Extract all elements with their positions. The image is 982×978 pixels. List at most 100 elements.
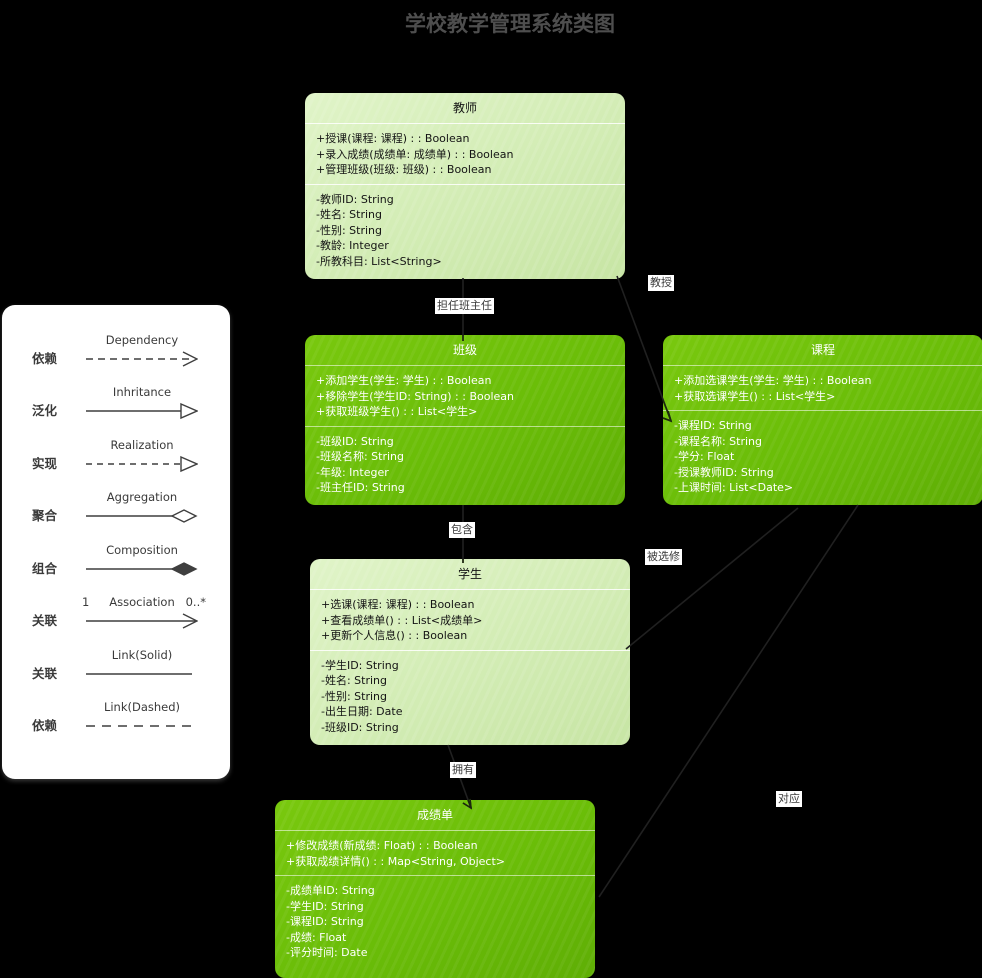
class-methods-class: +添加学生(学生: 学生) : : Boolean +移除学生(学生ID: Str… xyxy=(305,365,625,426)
class-methods-report: +修改成绩(新成绩: Float) : : Boolean +获取成绩详情() :… xyxy=(275,830,595,875)
method-row: +管理班级(班级: 班级) : : Boolean xyxy=(316,163,492,176)
legend-row-link-dashed: 依赖 Link(Dashed) xyxy=(2,699,230,737)
legend-en-label: Composition xyxy=(106,543,178,557)
legend-row-aggregation: 聚合 Aggregation xyxy=(2,489,230,527)
legend-cn-label: 组合 xyxy=(32,561,58,576)
method-row: +添加学生(学生: 学生) : : Boolean xyxy=(316,374,492,387)
legend-en-label: Aggregation xyxy=(106,490,178,504)
class-box-teacher[interactable]: 教师 +授课(课程: 课程) : : Boolean +录入成绩(成绩单: 成绩单… xyxy=(305,93,625,279)
attribute-row: -年级: Integer xyxy=(316,465,389,479)
attribute-row: -课程名称: String xyxy=(674,434,762,448)
legend-cn-label: 依赖 xyxy=(32,718,58,733)
legend-panel: 依赖 Dependency 泛化 Inhritance 实现 Realizati… xyxy=(2,305,230,779)
attribute-row: -所教科目: List<String> xyxy=(316,254,442,268)
class-title-teacher: 教师 xyxy=(452,101,477,115)
legend-en-label: Link(Dashed) xyxy=(103,700,181,714)
legend-en-label: Inhritance xyxy=(112,385,172,399)
legend-en-label: Link(Solid) xyxy=(111,648,173,662)
method-row: +录入成绩(成绩单: 成绩单) : : Boolean xyxy=(316,147,514,161)
legend-row-composition: 组合 Composition xyxy=(2,542,230,580)
legend-row-association: 关联 1 Association 0..* xyxy=(2,594,230,632)
class-title-class: 班级 xyxy=(452,343,477,357)
class-title-report: 成绩单 xyxy=(416,808,453,822)
legend-en-label: Association xyxy=(109,595,175,609)
legend-en-label: Dependency xyxy=(105,333,179,347)
method-row: +更新个人信息() : : Boolean xyxy=(321,629,468,642)
relation-label-elected: 被选修 xyxy=(645,549,682,565)
attribute-row: -姓名: String xyxy=(316,208,382,221)
page-title: 学校教学管理系统类图 xyxy=(405,12,615,36)
attribute-row: -性别: String xyxy=(316,223,382,237)
legend-cn-label: 关联 xyxy=(32,613,58,628)
legend-cn-label: 实现 xyxy=(32,456,58,471)
attribute-row: -课程ID: String xyxy=(674,419,752,432)
legend-row-realization: 实现 Realization xyxy=(2,437,230,475)
connector-course-report xyxy=(598,504,859,898)
link-solid-line-icon xyxy=(86,673,192,675)
association-arrow-icon xyxy=(86,613,198,629)
legend-row-inheritance: 泛化 Inhritance xyxy=(2,384,230,422)
class-attributes-student: -学生ID: String -姓名: String -性别: String -出生日期… xyxy=(310,649,630,742)
dependency-arrow-icon xyxy=(86,351,198,367)
composition-diamond-icon xyxy=(86,562,198,576)
attribute-row: -教师ID: String xyxy=(316,192,394,206)
attribute-row: -课程ID: String xyxy=(286,915,364,928)
class-attributes-course: -课程ID: String -课程名称: String -学分: Float -授课教… xyxy=(663,410,982,502)
attribute-row: -班级ID: String xyxy=(321,720,399,734)
class-box-student[interactable]: 学生 +选课(课程: 课程) : : Boolean +查看成绩单() : : L… xyxy=(310,559,630,745)
attribute-row: -学生ID: String xyxy=(286,899,364,913)
class-title-student: 学生 xyxy=(457,567,482,581)
aggregation-diamond-icon xyxy=(86,509,198,523)
attribute-row: -性别: String xyxy=(321,689,387,703)
class-attributes-report: -成绩单ID: String -学生ID: String -课程ID: String… xyxy=(275,875,595,967)
legend-row-dependency: 依赖 Dependency xyxy=(2,332,230,370)
method-row: +添加选课学生(学生: 学生) : : Boolean xyxy=(674,374,872,387)
attribute-row: -成绩单ID: String xyxy=(286,884,375,897)
class-box-class[interactable]: 班级 +添加学生(学生: 学生) : : Boolean +移除学生(学生ID: … xyxy=(305,335,625,505)
attribute-row: -学分: Float xyxy=(674,450,735,463)
class-methods-course: +添加选课学生(学生: 学生) : : Boolean +获取选课学生() : :… xyxy=(663,365,982,410)
legend-cn-label: 聚合 xyxy=(32,508,58,523)
association-right-multiplicity: 0..* xyxy=(185,595,206,609)
method-row: +查看成绩单() : : List<成绩单> xyxy=(321,613,483,627)
relation-label-contains: 包含 xyxy=(449,522,475,538)
attribute-row: -授课教师ID: String xyxy=(674,465,774,479)
legend-row-link-solid: 关联 Link(Solid) xyxy=(2,647,230,685)
class-attributes-class: -班级ID: String -班级名称: String -年级: Integer -班… xyxy=(305,425,625,502)
connector-student-course xyxy=(625,507,799,650)
method-row: +修改成绩(新成绩: Float) : : Boolean xyxy=(286,839,478,852)
legend-cn-label: 依赖 xyxy=(32,351,58,366)
method-row: +获取选课学生() : : List<学生> xyxy=(674,389,836,403)
attribute-row: -成绩: Float xyxy=(286,930,347,944)
attribute-row: -评分时间: Date xyxy=(286,946,368,959)
realization-arrow-icon xyxy=(86,455,198,473)
method-row: +授课(课程: 课程) : : Boolean xyxy=(316,132,470,145)
association-left-multiplicity: 1 xyxy=(82,595,90,609)
inheritance-arrow-icon xyxy=(86,402,198,420)
legend-en-label: Realization xyxy=(110,438,174,452)
relation-label-head-teacher: 担任班主任 xyxy=(435,298,494,314)
attribute-row: -班主任ID: String xyxy=(316,481,405,494)
attribute-row: -姓名: String xyxy=(321,674,387,687)
class-methods-teacher: +授课(课程: 课程) : : Boolean +录入成绩(成绩单: 成绩单) :… xyxy=(305,123,625,184)
relation-label-corresponds: 对应 xyxy=(776,791,802,807)
method-row: +移除学生(学生ID: String) : : Boolean xyxy=(316,389,514,403)
relation-label-teaches: 教授 xyxy=(648,275,674,291)
class-title-course: 课程 xyxy=(810,343,835,357)
class-box-report[interactable]: 成绩单 +修改成绩(新成绩: Float) : : Boolean +获取成绩详情… xyxy=(275,800,595,978)
attribute-row: -出生日期: Date xyxy=(321,705,403,718)
method-row: +选课(课程: 课程) : : Boolean xyxy=(321,598,475,611)
class-box-course[interactable]: 课程 +添加选课学生(学生: 学生) : : Boolean +获取选课学生() … xyxy=(663,335,982,505)
attribute-row: -班级名称: String xyxy=(316,450,404,463)
attribute-row: -班级ID: String xyxy=(316,434,394,448)
relation-label-owns: 拥有 xyxy=(450,762,476,778)
method-row: +获取成绩详情() : : Map<String, Object> xyxy=(286,854,505,868)
link-dashed-line-icon xyxy=(86,725,192,727)
attribute-row: -学生ID: String xyxy=(321,658,399,672)
attribute-row: -教龄: Integer xyxy=(316,239,389,252)
legend-cn-label: 关联 xyxy=(32,666,58,681)
method-row: +获取班级学生() : : List<学生> xyxy=(316,405,478,418)
legend-cn-label: 泛化 xyxy=(32,403,58,418)
class-methods-student: +选课(课程: 课程) : : Boolean +查看成绩单() : : List… xyxy=(310,589,630,650)
class-attributes-teacher: -教师ID: String -姓名: String -性别: String -教龄: … xyxy=(305,183,625,276)
